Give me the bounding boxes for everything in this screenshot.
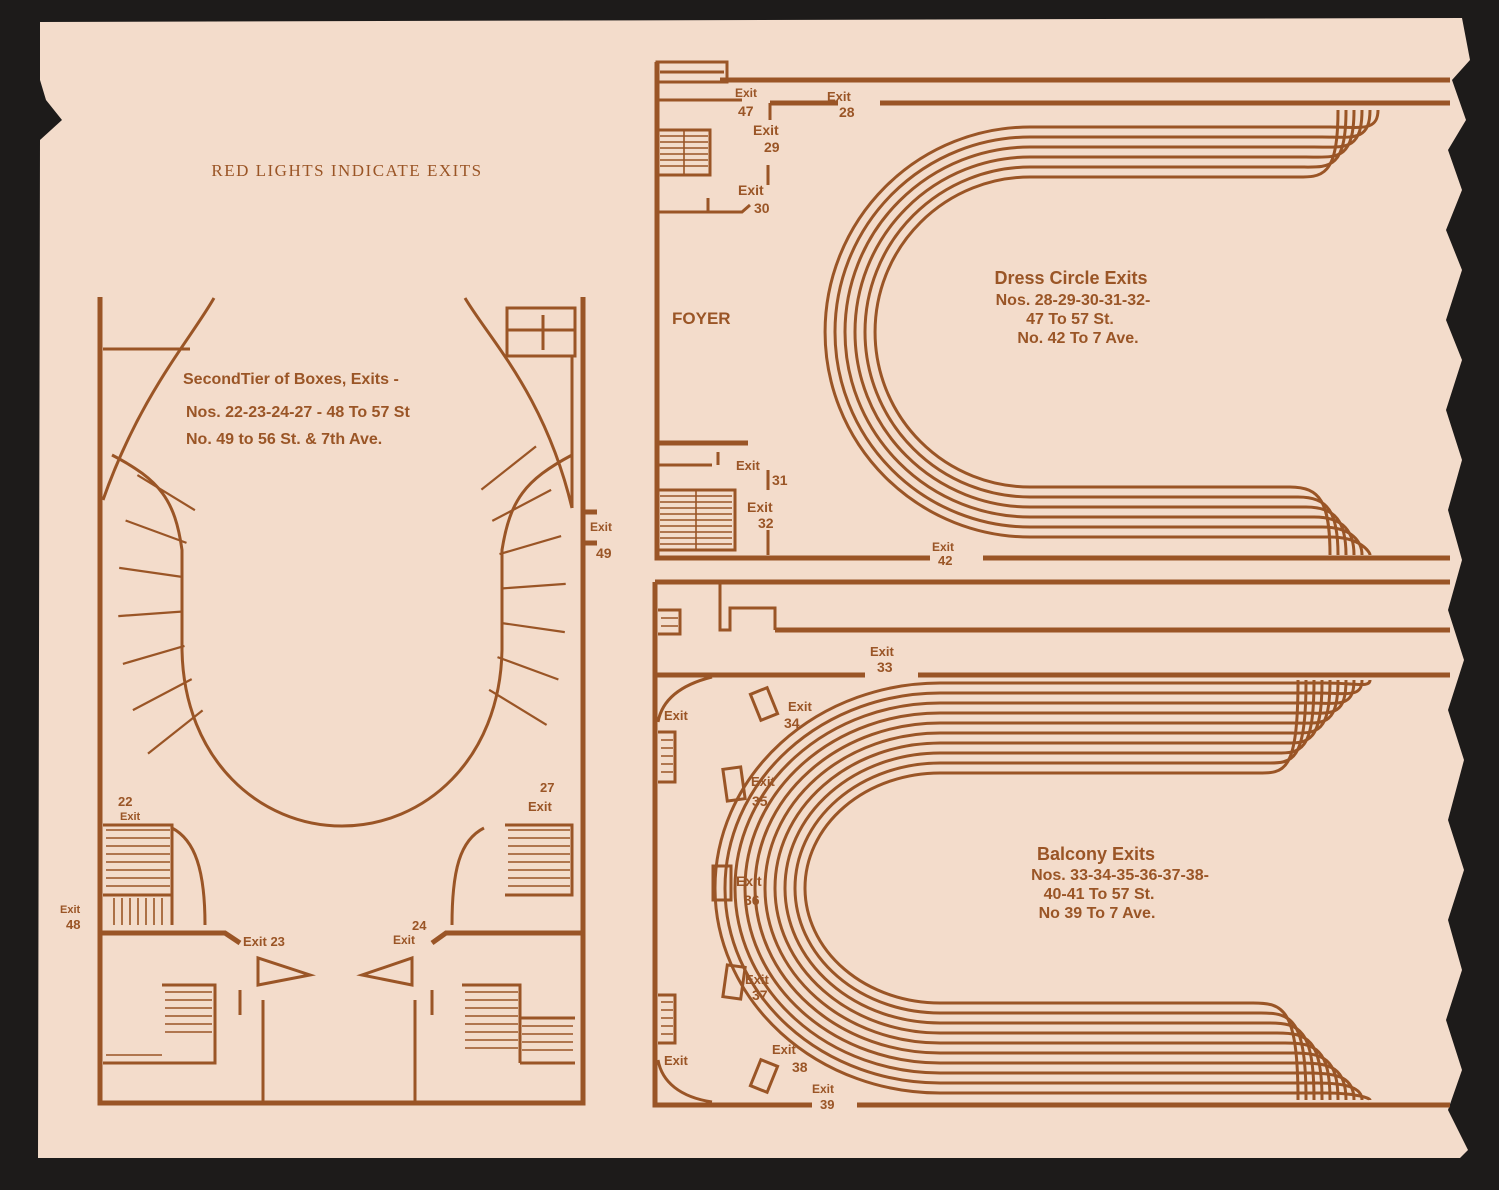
exit-39-number: 39 — [820, 1097, 834, 1112]
exit-28-number: 28 — [839, 104, 855, 120]
exit-39-label: Exit — [812, 1082, 834, 1096]
exit-23-label: Exit 23 — [243, 934, 285, 949]
dress-circle-row-4 — [853, 109, 1356, 556]
balcony-line-3: 40-41 To 57 St. — [1044, 886, 1155, 903]
exit-32-label: Exit — [747, 499, 773, 515]
exit-27-number: 27 — [540, 780, 554, 795]
paper-sheet — [38, 18, 1470, 1158]
exit-35-number: 35 — [752, 793, 768, 809]
dress-circle-line-3: 47 To 57 St. — [1026, 311, 1114, 328]
exit-47-label: Exit — [735, 86, 757, 100]
second-tier-plan: SecondTier of Boxes, Exits - Nos. 22-23-… — [60, 297, 612, 1106]
exit-34-number: 34 — [784, 715, 800, 731]
exit-37-number: 37 — [752, 987, 768, 1003]
exit-48-label: Exit — [60, 904, 81, 916]
dress-circle-row-3 — [843, 109, 1364, 556]
exit-42-label: Exit — [932, 540, 954, 554]
balcony-row-8 — [783, 679, 1316, 1101]
box-divider-6 — [125, 519, 187, 544]
box-divider-12 — [501, 622, 565, 634]
exit-24-label: Exit — [393, 933, 415, 947]
balcony-row-1 — [713, 679, 1372, 1102]
exit-27-label: Exit — [528, 799, 553, 814]
box-divider-14 — [488, 688, 548, 726]
balcony-row-3 — [733, 679, 1356, 1101]
dress-circle-line-4: No. 42 To 7 Ave. — [1017, 330, 1138, 347]
dress-circle-row-2 — [833, 109, 1372, 556]
box-divider-5 — [119, 566, 183, 578]
balcony-row-7 — [773, 679, 1324, 1101]
exit-33-number: 33 — [877, 659, 893, 675]
exit-49-number: 49 — [596, 545, 612, 561]
exit-47-number: 47 — [738, 103, 754, 119]
balcony-row-4 — [743, 679, 1348, 1101]
dress-circle-row-6 — [873, 109, 1340, 556]
exit-37-label: Exit — [745, 972, 770, 987]
exit-24-number: 24 — [412, 918, 427, 933]
balcony-row-2 — [723, 679, 1364, 1101]
exit-28-label: Exit — [827, 89, 852, 104]
exit-33-label: Exit — [870, 644, 895, 659]
balcony-exit-upper-label: Exit — [664, 708, 689, 723]
dress-circle-seat-rows — [823, 109, 1380, 556]
exit-29-label: Exit — [753, 122, 779, 138]
box-dividers — [118, 445, 566, 755]
box-divider-7 — [136, 474, 196, 512]
balcony-seat-rows — [713, 679, 1372, 1102]
dress-circle-line-2: Nos. 28-29-30-31-32- — [996, 292, 1151, 309]
exit-42-number: 42 — [938, 553, 952, 568]
box-divider-10 — [499, 535, 562, 556]
exit-35-label: Exit — [751, 774, 776, 789]
balcony-row-6 — [763, 679, 1332, 1101]
foyer-label: FOYER — [672, 309, 731, 328]
dress-circle-row-1 — [823, 109, 1380, 556]
dress-circle-title: Dress Circle Exits — [994, 268, 1147, 288]
balcony-row-5 — [753, 679, 1340, 1101]
exit-48-number: 48 — [66, 917, 80, 932]
box-divider-3 — [122, 644, 185, 665]
exit-36-number: 36 — [744, 892, 760, 908]
box-divider-8 — [480, 445, 537, 491]
exit-notice: RED LIGHTS INDICATE EXITS — [211, 161, 482, 180]
balcony-row-9 — [793, 679, 1308, 1101]
exit-31-number: 31 — [772, 472, 788, 488]
exit-34-label: Exit — [788, 699, 813, 714]
box-divider-9 — [491, 488, 552, 522]
balcony-row-10 — [803, 679, 1300, 1101]
exit-38-label: Exit — [772, 1042, 797, 1057]
exit-31-label: Exit — [736, 458, 761, 473]
exit-22-number: 22 — [118, 794, 132, 809]
exit-30-label: Exit — [738, 182, 764, 198]
exit-22-label: Exit — [120, 811, 141, 823]
exit-29-number: 29 — [764, 139, 780, 155]
balcony-line-4: No 39 To 7 Ave. — [1039, 905, 1156, 922]
second-tier-line-3: No. 49 to 56 St. & 7th Ave. — [186, 431, 382, 448]
dress-circle-plan: Exit 47 Exit 28 Exit 29 Exit 30 FOYER Ex… — [654, 60, 1450, 568]
exit-49-label: Exit — [590, 520, 612, 534]
dress-circle-row-5 — [863, 109, 1348, 556]
exit-30-number: 30 — [754, 200, 770, 216]
exit-32-number: 32 — [758, 515, 774, 531]
box-divider-11 — [502, 582, 566, 590]
box-divider-2 — [132, 678, 193, 712]
balcony-title: Balcony Exits — [1037, 844, 1155, 864]
balcony-plan: Exit 33 Exit Exit 34 Exit 35 Exit 36 Exi… — [652, 579, 1450, 1112]
exit-38-number: 38 — [792, 1059, 808, 1075]
second-tier-title: SecondTier of Boxes, Exits - — [183, 371, 399, 388]
balcony-line-2: Nos. 33-34-35-36-37-38- — [1031, 867, 1209, 884]
exit-36-label: Exit — [736, 873, 762, 889]
box-divider-13 — [497, 656, 559, 681]
second-tier-line-2: Nos. 22-23-24-27 - 48 To 57 St — [186, 404, 410, 421]
box-divider-4 — [118, 610, 182, 618]
balcony-exit-lower-label: Exit — [664, 1053, 689, 1068]
box-divider-1 — [147, 709, 204, 755]
